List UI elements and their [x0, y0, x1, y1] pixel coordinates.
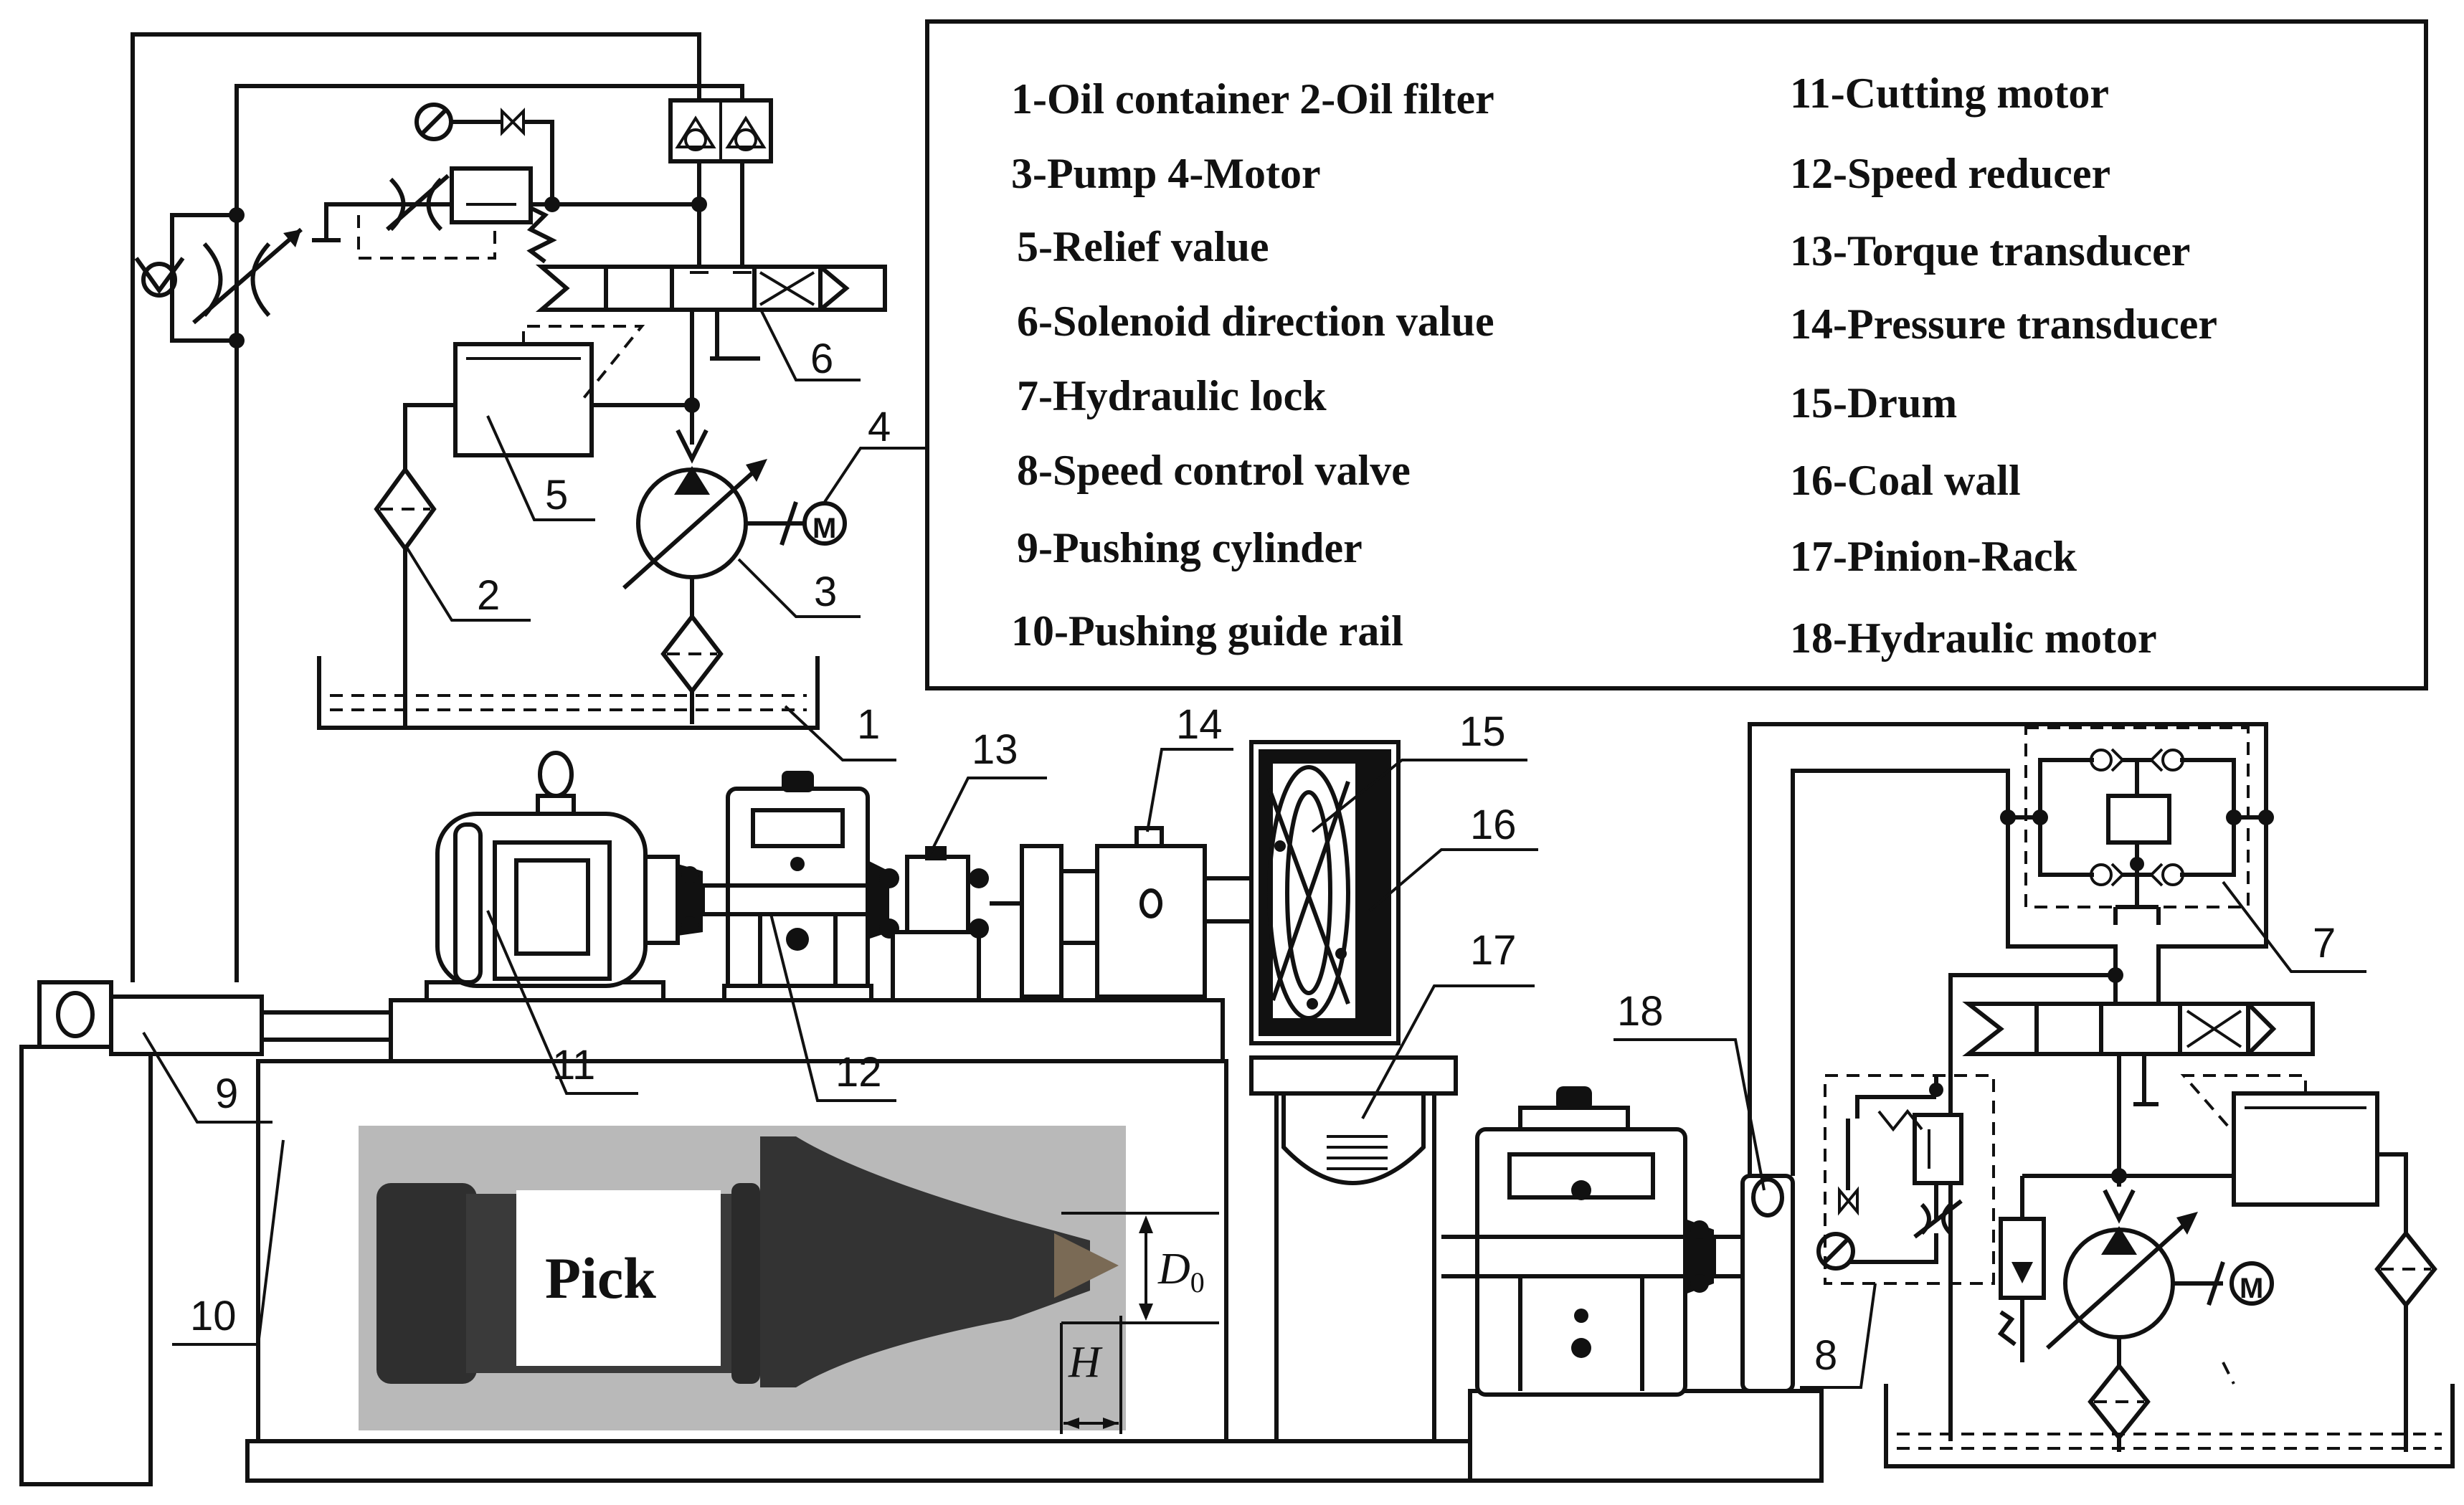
hydraulic-motor-18-icon	[1441, 1086, 1824, 1483]
callout-15: 15	[1459, 708, 1506, 755]
callout-6: 6	[810, 336, 833, 382]
legend-item-1: 1-Oil container 2-Oil filter	[1011, 75, 1494, 123]
callout-14: 14	[1176, 701, 1223, 748]
test-bench: Pick D0 H	[19, 740, 1490, 1486]
legend-box: 1-Oil container 2-Oil filter 3-Pump 4-Mo…	[925, 19, 2428, 690]
callout-4: 4	[868, 404, 891, 450]
right-hydraulic-section: M	[1441, 722, 2455, 1483]
legend-item-2: 3-Pump 4-Motor	[1011, 150, 1321, 197]
motor-4-letter: M	[812, 513, 836, 544]
pump-3-icon: M	[622, 429, 847, 724]
legend-item-11: 13-Torque transducer	[1790, 227, 2190, 275]
check-valve-icon	[134, 207, 303, 348]
relief-valve-right-icon	[2180, 1074, 2437, 1452]
legend-item-7: 9-Pushing cylinder	[1017, 524, 1363, 571]
pick-label: Pick	[545, 1245, 656, 1311]
callout-7: 7	[2313, 920, 2336, 967]
pressure-gauge-icon	[414, 103, 560, 212]
callout-2: 2	[477, 572, 500, 619]
legend-item-14: 16-Coal wall	[1790, 457, 2021, 504]
oil-container-right-icon	[1884, 1384, 2455, 1468]
relief-valve-upper-icon	[312, 166, 707, 264]
callout-18: 18	[1617, 988, 1664, 1035]
callout-8: 8	[1814, 1332, 1837, 1379]
cutting-motor-11-icon	[425, 751, 730, 1002]
solenoid-direction-valve-6-icon	[535, 161, 887, 361]
drum-and-coal-wall-icon	[1249, 740, 1401, 1045]
legend-item-9: 11-Cutting motor	[1790, 70, 2109, 117]
callout-5: 5	[545, 472, 568, 518]
callout-17: 17	[1470, 927, 1517, 974]
legend-item-6: 8-Speed control valve	[1017, 447, 1411, 494]
callout-1: 1	[857, 701, 880, 748]
legend-item-4: 6-Solenoid direction value	[1017, 298, 1494, 345]
pressure-transducer-14-icon	[1095, 826, 1257, 999]
speed-control-valve-8-icon	[1816, 1074, 1995, 1285]
pump-right-icon: M	[1997, 1111, 2274, 1452]
legend-item-10: 12-Speed reducer	[1790, 150, 2110, 197]
hydraulic-lock-7-icon	[2000, 726, 2274, 925]
pick-photo: Pick D0 H	[359, 1126, 1219, 1434]
callout-3: 3	[814, 569, 837, 615]
pinion-rack-17-icon	[1249, 1055, 1458, 1441]
relief-valve-5-icon	[403, 325, 700, 724]
callout-12: 12	[835, 1049, 882, 1096]
dimension-h-label: H	[1068, 1338, 1103, 1387]
legend-item-5: 7-Hydraulic lock	[1017, 372, 1327, 419]
speed-reducer-12-icon	[722, 771, 889, 1002]
callout-13: 13	[972, 726, 1018, 773]
legend-item-8: 10-Pushing guide rail	[1011, 607, 1403, 655]
callout-10: 10	[190, 1293, 237, 1339]
callout-16: 16	[1470, 802, 1517, 848]
legend-item-16: 18-Hydraulic motor	[1790, 614, 2157, 662]
dimension-d0-label: D0	[1157, 1245, 1205, 1299]
oil-container-1-icon	[317, 656, 820, 730]
solenoid-direction-valve-right-icon	[1962, 1002, 2315, 1111]
callout-11: 11	[552, 1042, 595, 1088]
left-hydraulic-circuit: M	[131, 32, 887, 982]
legend-item-3: 5-Relief value	[1017, 223, 1269, 270]
legend-item-12: 14-Pressure transducer	[1790, 300, 2217, 348]
legend-item-13: 15-Drum	[1790, 379, 1957, 427]
callouts: 1 2 3 4 5 6 7 8 9 10 11 12 13	[142, 308, 2366, 1389]
hydraulic-lock-icon	[668, 98, 773, 163]
callout-9: 9	[215, 1070, 238, 1117]
oil-filter-2-icon	[374, 465, 437, 553]
motor-right-letter: M	[2240, 1273, 2263, 1304]
torque-transducer-13-icon	[879, 844, 1099, 1002]
legend-item-15: 17-Pinion-Rack	[1790, 533, 2077, 580]
